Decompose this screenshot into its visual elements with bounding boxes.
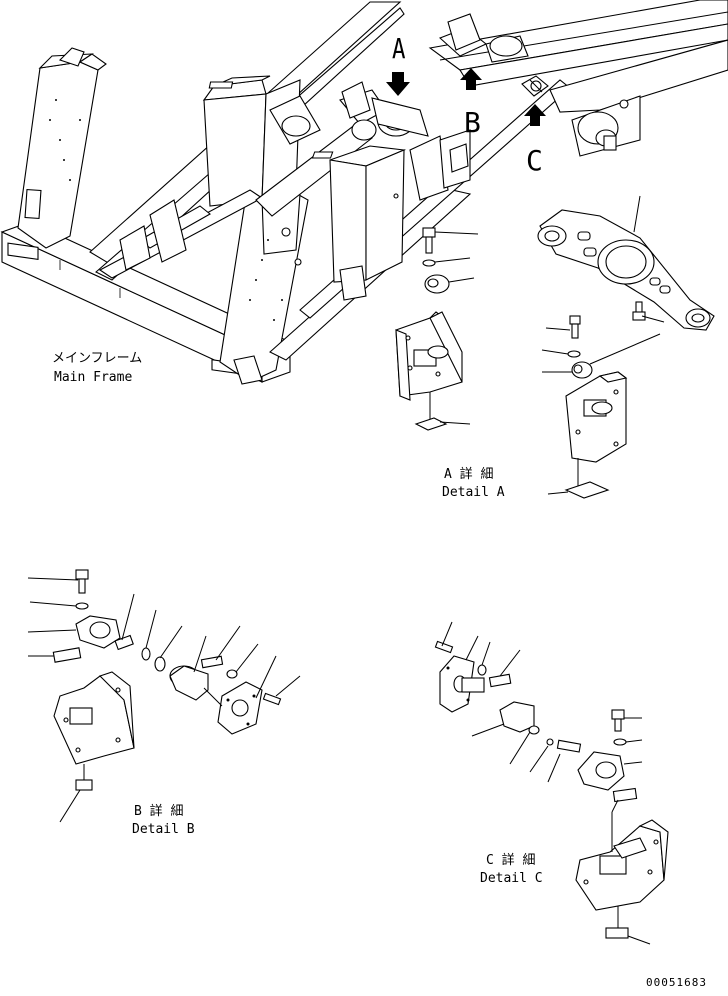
detail-b-label-en: Detail B	[132, 822, 195, 837]
detail-c-label-en: Detail C	[480, 871, 543, 886]
main-frame-label-en: Main Frame	[54, 370, 132, 385]
rear-pivot	[571, 95, 641, 157]
detail-a-label-en: Detail A	[442, 485, 505, 500]
mount-a-on-frame	[341, 81, 429, 137]
mount-b-on-frame	[438, 13, 529, 63]
detail-a-label-jp: A 詳 細	[444, 466, 493, 482]
view-label-c: C	[526, 144, 543, 177]
arm-link	[537, 195, 715, 331]
detail-b-drawing	[27, 569, 301, 823]
main-frame-label-jp: メインフレーム	[52, 351, 142, 366]
drawing-number: 00051683	[646, 976, 707, 989]
view-label-b: B	[464, 106, 481, 139]
detail-c-label-jp: C 詳 細	[486, 852, 535, 868]
detail-c-drawing	[434, 621, 669, 945]
main-frame-assembly	[0, 0, 728, 385]
detail-a-drawing	[395, 195, 715, 499]
detail-b-label-jp: B 詳 細	[134, 803, 183, 819]
view-label-a: A	[392, 31, 405, 64]
view-arrows	[386, 68, 546, 126]
mount-c-on-frame	[521, 75, 549, 97]
